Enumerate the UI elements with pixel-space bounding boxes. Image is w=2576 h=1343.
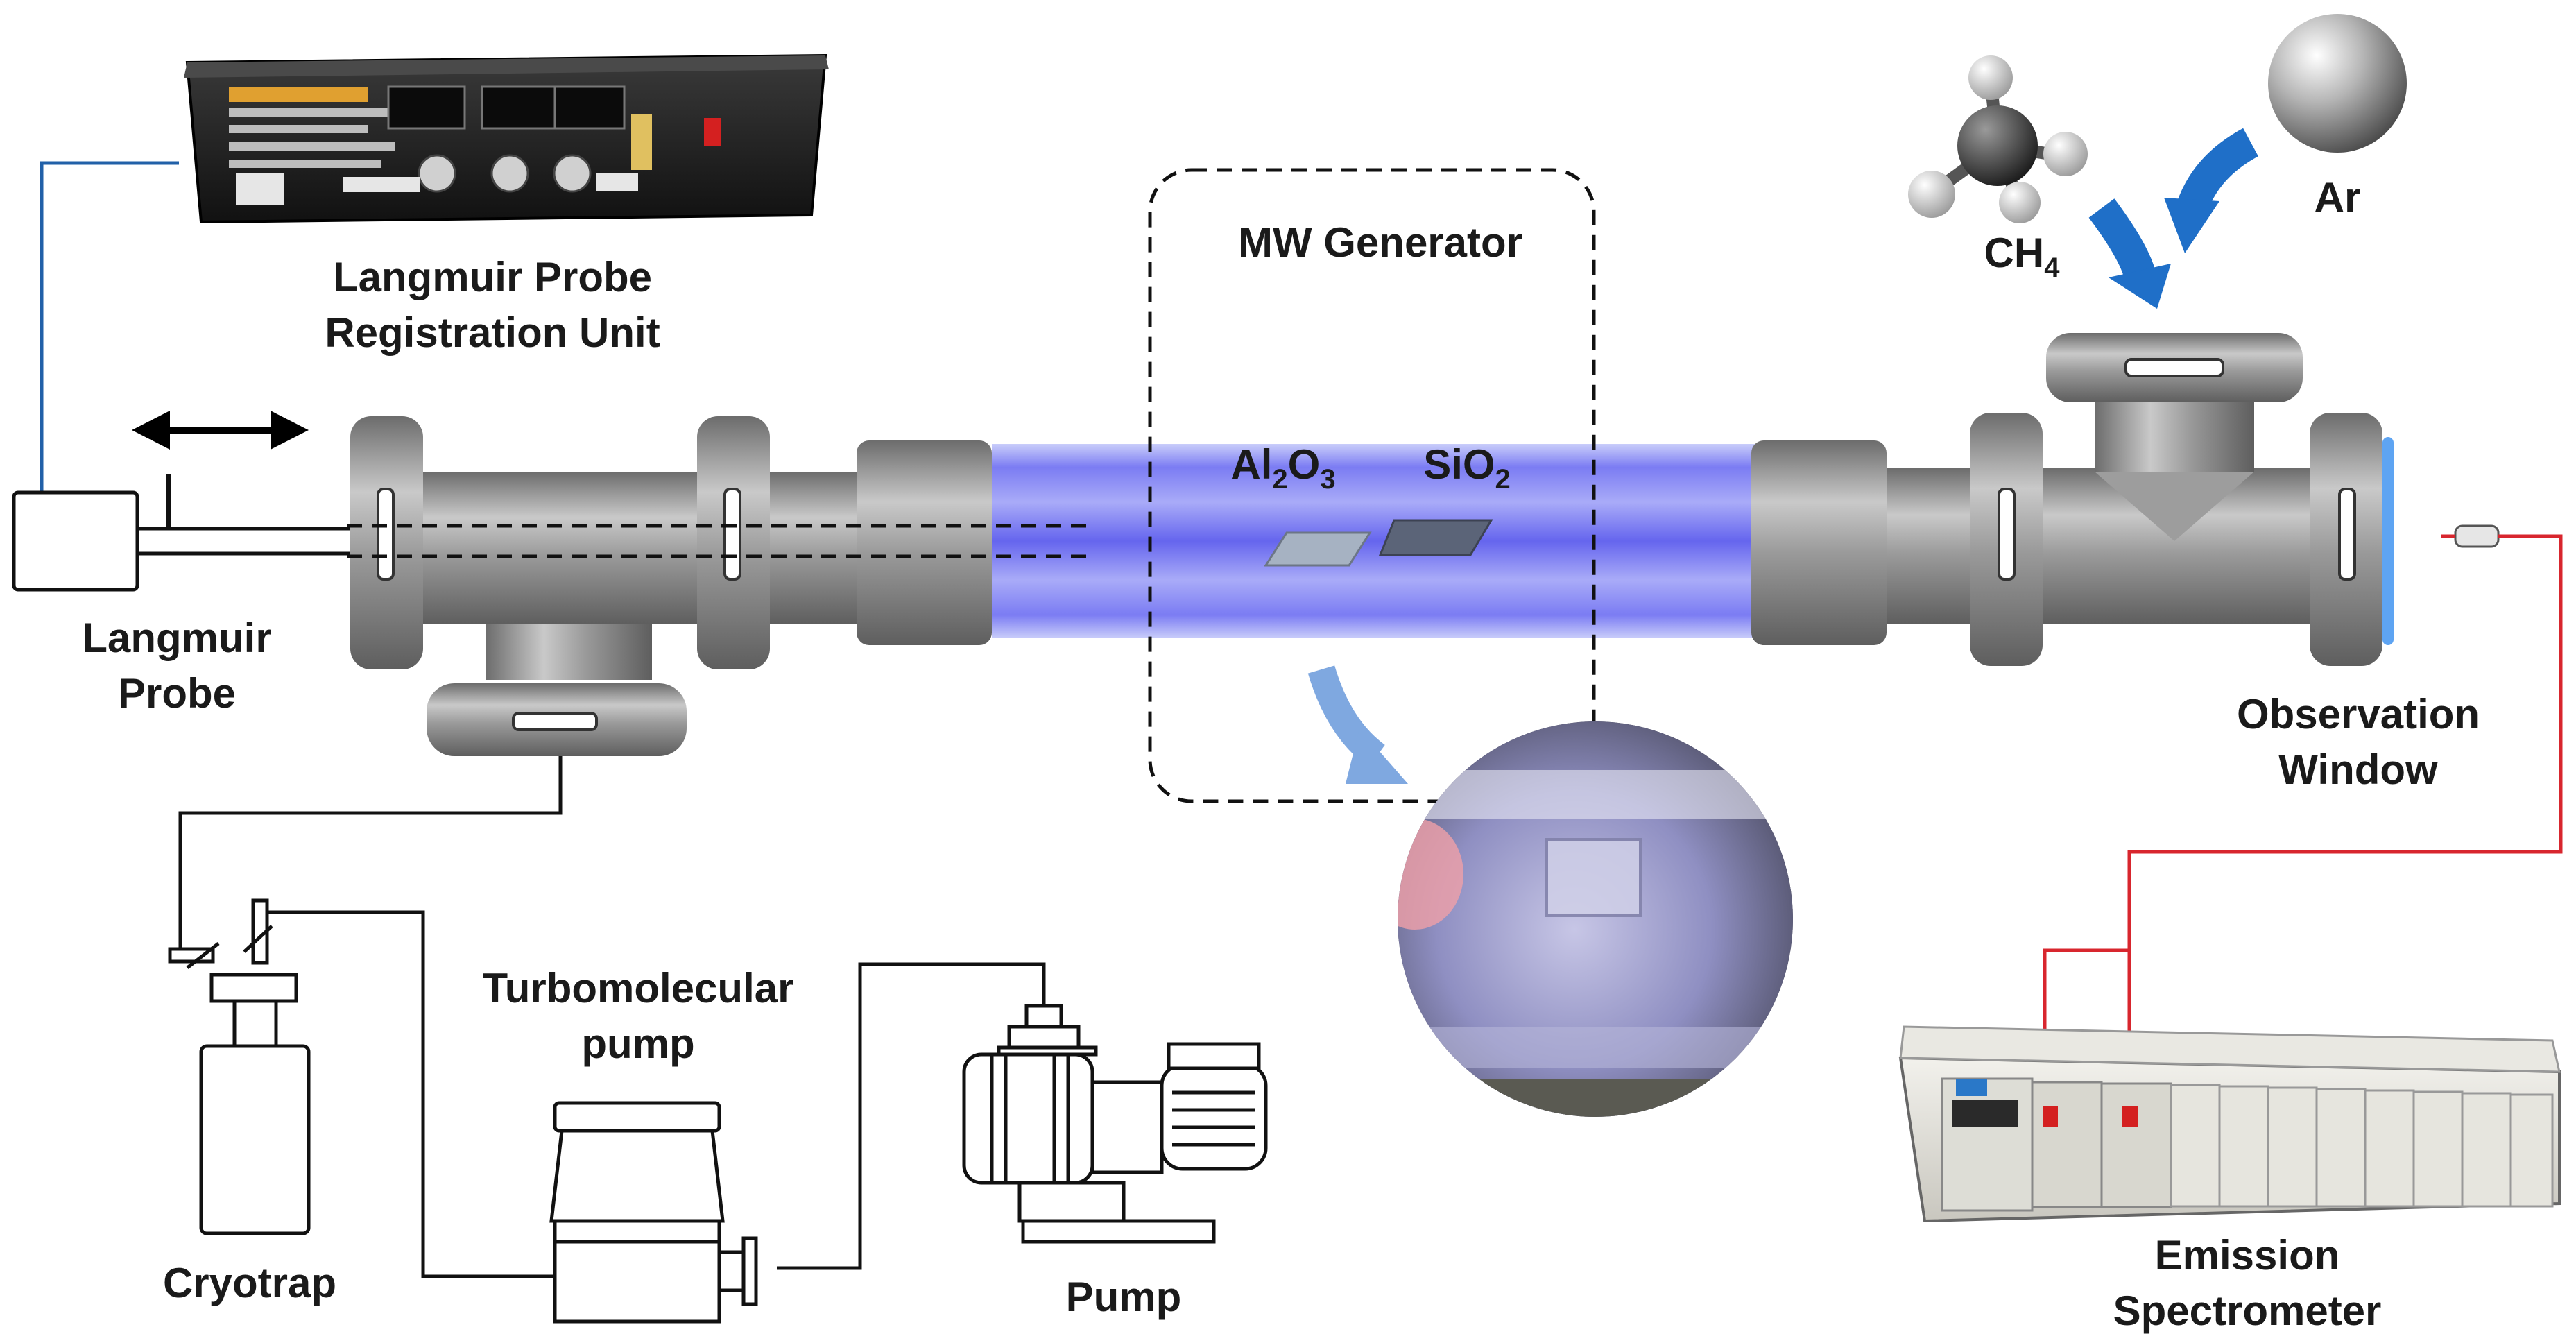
registration-unit-label: Langmuir Probe Registration Unit (298, 250, 687, 361)
registration-unit-label-line2: Registration Unit (325, 309, 660, 356)
turbomolecular-pump-label: Turbomolecular pump (444, 961, 832, 1072)
optical-fiber (2043, 524, 2563, 1110)
probe-signal-cable (40, 161, 179, 491)
right-vacuum-chamber (1751, 333, 2394, 666)
vacuum-pumping-lines (178, 756, 1046, 1278)
emission-spectrometer-device (1898, 1025, 2561, 1223)
al2o3-label: Al2O3 (1221, 437, 1346, 493)
ch4-label-ch: CH (1984, 230, 2045, 276)
ch4-label-sub: 4 (2044, 253, 2060, 283)
turbomolecular-pump-label-line1: Turbomolecular (482, 965, 794, 1011)
gas-flow-arrow-icon (2088, 128, 2259, 309)
plasma-photo-inset (1398, 721, 1793, 1117)
sio2-label-sio: SiO (1423, 441, 1495, 488)
emission-spectrometer-label-line1: Emission (2154, 1232, 2340, 1278)
al2o3-sample (1264, 531, 1372, 567)
emission-spectrometer-label-line2: Spectrometer (2113, 1288, 2382, 1334)
registration-unit-device (184, 53, 829, 224)
ch4-label: CH4 (1963, 225, 2081, 283)
cryotrap-device (168, 898, 311, 1235)
sio2-label: SiO2 (1405, 437, 1529, 493)
langmuir-probe-label-line1: Langmuir (82, 615, 272, 661)
mw-generator-box (1148, 168, 1596, 803)
mw-generator-label: MW Generator (1179, 215, 1581, 271)
argon-atom-icon (2268, 14, 2407, 153)
plasma-discharge-tube (992, 444, 1755, 638)
observation-window-label-line1: Observation (2236, 691, 2480, 737)
ar-label: Ar (2292, 170, 2382, 225)
ch4-molecule-icon (1908, 55, 2088, 223)
langmuir-probe-label-line2: Probe (117, 670, 237, 717)
turbomolecular-pump-device (549, 1101, 758, 1324)
registration-unit-label-line1: Langmuir Probe (332, 254, 653, 300)
pump-label: Pump (1040, 1269, 1207, 1325)
turbomolecular-pump-label-line2: pump (581, 1020, 695, 1067)
probe-path-dashed (347, 524, 1096, 558)
pump-label-text: Pump (1065, 1274, 1182, 1320)
emission-spectrometer-label: Emission Spectrometer (2081, 1228, 2414, 1339)
double-arrow-icon (132, 411, 309, 450)
cryotrap-label-text: Cryotrap (162, 1260, 337, 1306)
langmuir-probe-label: Langmuir Probe (42, 610, 312, 721)
observation-window-label: Observation Window (2206, 687, 2511, 798)
al2o3-label-al: Al (1230, 441, 1273, 488)
sio2-sample (1378, 519, 1493, 556)
observation-window-label-line2: Window (2278, 746, 2438, 793)
rotary-pump-device (962, 1004, 1268, 1244)
cryotrap-label: Cryotrap (139, 1256, 361, 1311)
al2o3-label-sub2: 3 (1320, 464, 1336, 495)
al2o3-label-o: O (1287, 441, 1321, 488)
ar-label-text: Ar (2314, 174, 2361, 221)
left-vacuum-chamber (350, 416, 992, 756)
sample-zoom-arrow-icon (1307, 665, 1408, 784)
sio2-label-sub: 2 (1495, 464, 1511, 495)
mw-generator-label-text: MW Generator (1237, 219, 1523, 266)
al2o3-label-sub1: 2 (1272, 464, 1288, 495)
